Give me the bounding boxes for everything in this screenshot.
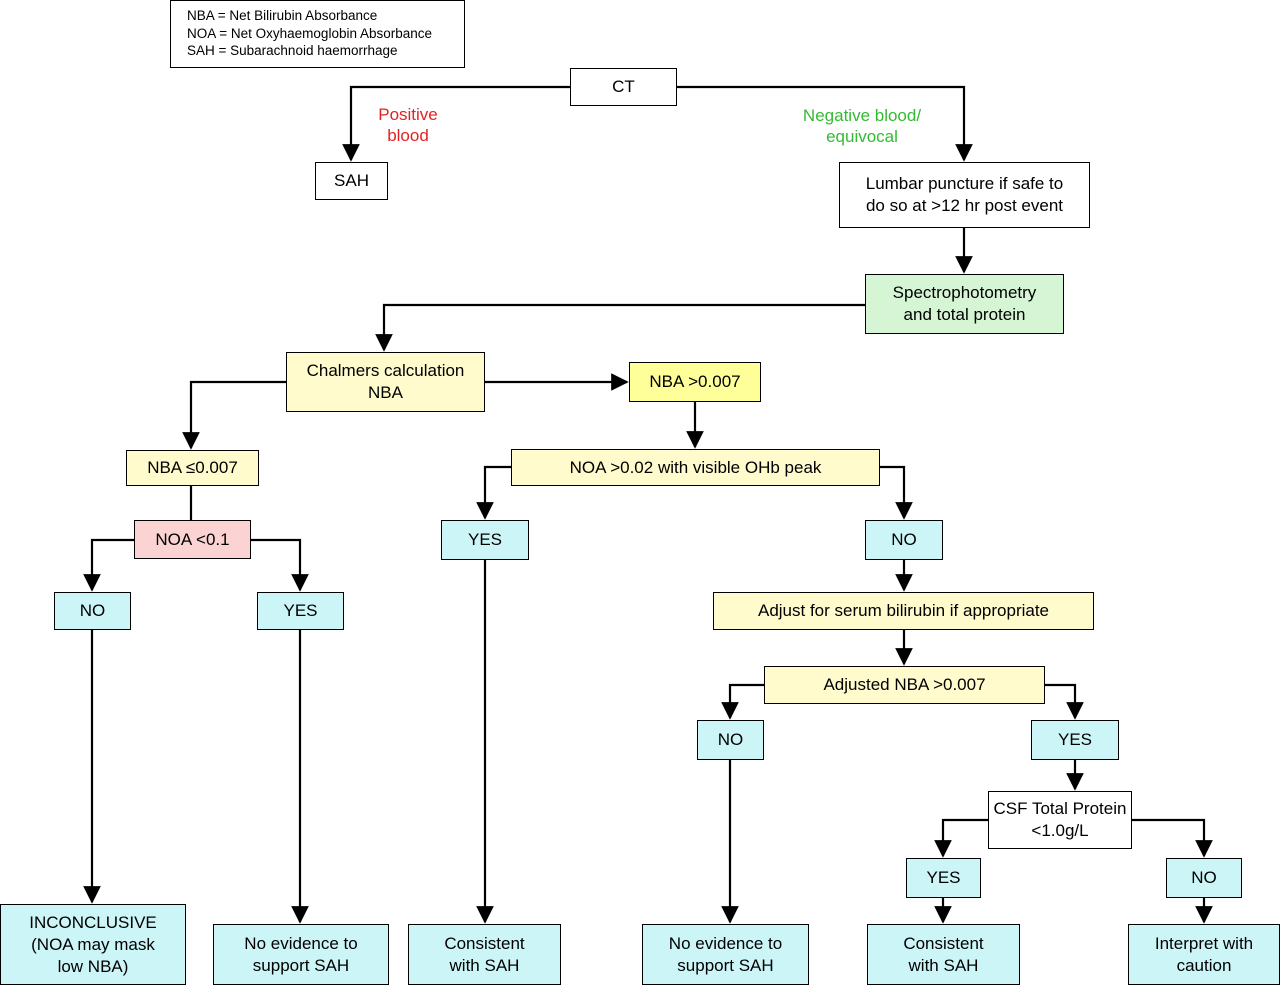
node-mid-no-text: NO [891, 530, 917, 549]
negative-label-line1: Negative blood/ [802, 106, 922, 125]
outcome-consistent-right-line2: with SAH [908, 955, 979, 975]
node-left-no-text: NO [79, 601, 106, 620]
positive-label-line1: Positive [378, 105, 438, 124]
negative-label-line2: equivocal [826, 127, 898, 146]
outcome-no-evidence-left-line2: support SAH [252, 955, 350, 975]
node-ct-text: CT [612, 77, 635, 96]
outcome-no-evidence-right-line1: No evidence to [668, 933, 783, 953]
abbreviation-legend: NBA = Net Bilirubin Absorbance NOA = Net… [170, 0, 465, 68]
arrow-csf-to-yes [934, 818, 988, 858]
node-ct: CT [570, 68, 677, 106]
node-lumbar-line1: Lumbar puncture if safe to [865, 174, 1064, 193]
outcome-no-evidence-right-line2: support SAH [677, 955, 774, 975]
node-sah-text: SAH [334, 171, 369, 190]
node-chalmers-line1: Chalmers calculation [306, 361, 465, 380]
node-adjusted-nba: Adjusted NBA >0.007 [764, 666, 1045, 704]
node-nba-greater-text: NBA >0.007 [649, 372, 741, 391]
outcome-inconclusive-line2: (NOA may mask [31, 934, 155, 954]
arrow-noa-to-left-no [83, 538, 134, 592]
outcome-inconclusive-line3: low NBA) [57, 956, 129, 976]
node-adjust-serum-bilirubin: Adjust for serum bilirubin if appropriat… [713, 592, 1094, 630]
node-mid-yes-text: YES [467, 530, 503, 549]
outcome-consistent-right: Consistent with SAH [867, 924, 1020, 985]
node-adjusted-no-text: NO [717, 730, 744, 749]
negative-blood-label: Negative blood/ equivocal [780, 105, 944, 147]
outcome-inconclusive: INCONCLUSIVE (NOA may mask low NBA) [0, 904, 186, 985]
node-adjust-text: Adjust for serum bilirubin if appropriat… [757, 601, 1050, 620]
outcome-inconclusive-line1: INCONCLUSIVE [29, 912, 157, 932]
outcome-consistent-right-line1: Consistent [903, 933, 984, 953]
arrow-adjusted-to-no [721, 683, 764, 720]
node-noa-visible-peak: NOA >0.02 with visible OHb peak [511, 449, 880, 486]
node-noa-less-text: NOA <0.1 [155, 529, 230, 549]
outcome-no-evidence-left-line1: No evidence to [244, 933, 358, 953]
node-noa-less: NOA <0.1 [134, 520, 251, 559]
legend-noa: NOA = Net Oxyhaemoglobin Absorbance [187, 25, 433, 41]
node-noa-visible-peak-text: NOA >0.02 with visible OHb peak [569, 457, 822, 477]
outcome-interpret-caution: Interpret with caution [1128, 924, 1280, 985]
node-nba-greater: NBA >0.007 [629, 362, 761, 402]
outcome-consistent-mid: Consistent with SAH [408, 924, 561, 985]
outcome-caution-line1: Interpret with [1154, 933, 1254, 953]
node-csf-line2: <1.0g/L [1031, 821, 1089, 840]
node-mid-yes: YES [441, 520, 529, 560]
node-spectro-line2: and total protein [903, 305, 1026, 324]
node-adjusted-nba-text: Adjusted NBA >0.007 [823, 675, 986, 694]
outcome-caution-line2: caution [1176, 955, 1232, 975]
arrow-adjusted-to-yes [1045, 683, 1084, 720]
arrow-ct-to-sah [342, 85, 570, 162]
outcome-no-evidence-right: No evidence to support SAH [642, 924, 809, 985]
arrow-noa-peak-to-yes [476, 465, 511, 520]
node-nba-less-equal-text: NBA ≤0.007 [147, 458, 238, 477]
node-left-yes-text: YES [283, 601, 318, 620]
node-chalmers-calculation: Chalmers calculation NBA [286, 352, 485, 412]
positive-blood-label: Positive blood [360, 104, 456, 146]
legend-nba: NBA = Net Bilirubin Absorbance [187, 8, 378, 23]
node-sah: SAH [315, 162, 388, 200]
node-csf-line1: CSF Total Protein [993, 799, 1127, 818]
node-spectro-line1: Spectrophotometry [892, 283, 1037, 302]
node-csf-yes-text: YES [926, 868, 961, 887]
node-csf-no-text: NO [1191, 868, 1217, 887]
node-spectrophotometry: Spectrophotometry and total protein [865, 274, 1064, 334]
arrow-csf-to-no [1132, 818, 1213, 858]
node-adjusted-yes-text: YES [1057, 730, 1093, 749]
node-left-no: NO [54, 592, 131, 630]
arrow-ct-to-lumbar [677, 85, 973, 162]
node-adjusted-yes: YES [1031, 720, 1119, 760]
node-csf-no: NO [1166, 858, 1242, 898]
node-csf-yes: YES [906, 858, 981, 898]
node-chalmers-line2: NBA [368, 383, 403, 402]
outcome-consistent-mid-line1: Consistent [444, 933, 525, 953]
arrow-noa-to-left-yes [251, 538, 309, 592]
arrow-noa-peak-to-no [880, 465, 913, 520]
arrow-chalmers-to-nba-le [182, 380, 286, 450]
legend-sah: SAH = Subarachnoid haemorrhage [187, 43, 398, 58]
positive-label-line2: blood [387, 126, 429, 145]
outcome-consistent-mid-line2: with SAH [449, 955, 520, 975]
node-nba-less-equal: NBA ≤0.007 [126, 450, 259, 486]
node-lumbar-line2: do so at >12 hr post event [865, 196, 1064, 215]
outcome-no-evidence-left: No evidence to support SAH [213, 924, 389, 985]
node-mid-no: NO [865, 520, 943, 560]
node-adjusted-no: NO [697, 720, 764, 760]
node-csf-total-protein: CSF Total Protein <1.0g/L [988, 791, 1132, 849]
node-left-yes: YES [257, 592, 344, 630]
arrow-spectro-to-chalmers [375, 303, 865, 352]
node-lumbar-puncture: Lumbar puncture if safe to do so at >12 … [839, 162, 1090, 228]
